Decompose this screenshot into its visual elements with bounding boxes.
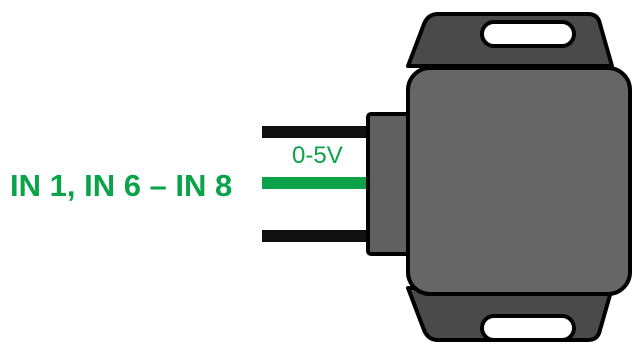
wire-lead-top: [262, 126, 370, 138]
mounting-flange: [406, 12, 614, 342]
voltage-range-label: 0-5V: [292, 142, 343, 169]
wire-lead-bottom: [262, 230, 370, 242]
mounting-slot-bottom: [480, 314, 576, 342]
wire-lead-signal: [262, 177, 370, 189]
sensor-housing: [406, 66, 632, 296]
connector-block: [366, 112, 414, 256]
mounting-slot-top: [480, 20, 576, 48]
input-channels-label: IN 1, IN 6 – IN 8: [10, 168, 233, 203]
